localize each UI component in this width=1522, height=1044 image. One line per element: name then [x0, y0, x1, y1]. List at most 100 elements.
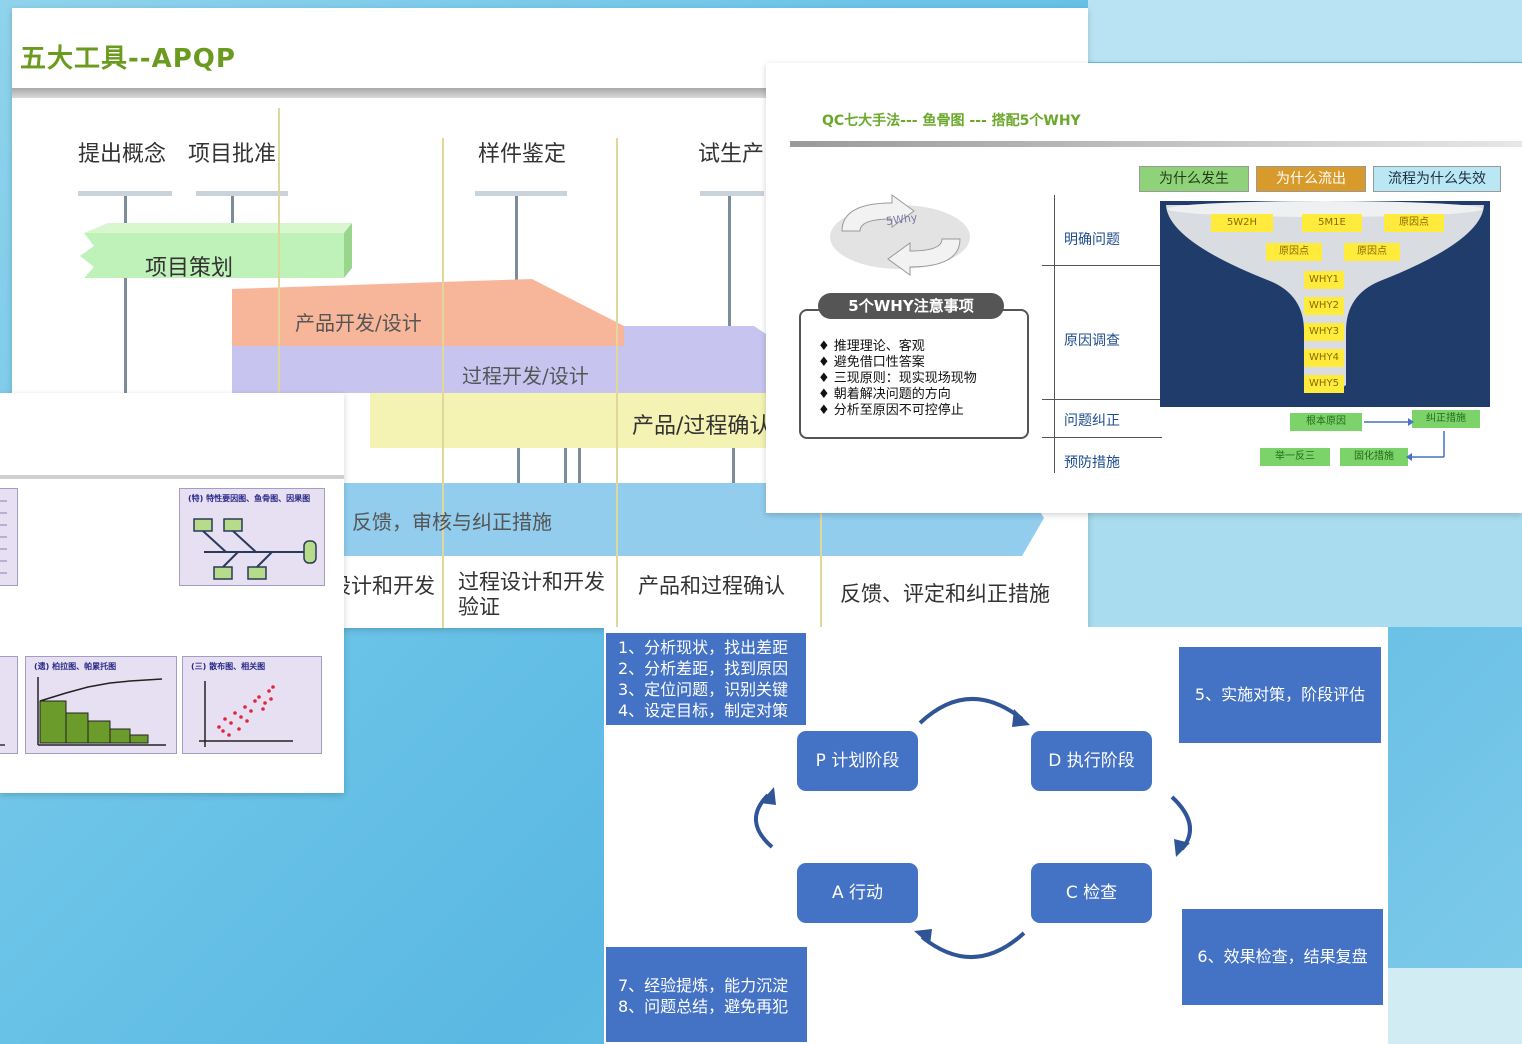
milestone-cap: [475, 191, 567, 196]
5why-notes-title: 5个WHY注意事项: [818, 293, 1004, 319]
validate-band-shape: [370, 393, 772, 448]
stage-approval: 项目批准: [188, 142, 277, 167]
pdca-panel: 1、分析现状，找出差距 2、分析差距，找到原因 3、定位问题，识别关键 4、设定…: [604, 627, 1388, 1044]
pareto-caption: (遗) 柏拉图、帕累托图: [34, 662, 117, 671]
fishbone-diagram-icon: [193, 518, 317, 580]
milestone-line: [517, 448, 520, 488]
milestone-line: [578, 448, 581, 488]
funnel-tag-5w2h: 5W2H: [1211, 214, 1273, 232]
plan-band-top: [84, 223, 352, 233]
fishbone-5why-panel: QC七大手法--- 鱼骨图 --- 搭配5个WHY 5Why 5个WHY注意事项…: [766, 63, 1522, 513]
corrective-action-tag: 纠正措施: [1412, 410, 1480, 428]
band-label-feedback: 反馈，审核与纠正措施: [352, 510, 552, 534]
why-tag: WHY5: [1304, 375, 1344, 393]
process-band-shape: [232, 326, 772, 393]
tag-why-escape: 为什么流出: [1256, 166, 1366, 192]
milestone-cap: [700, 191, 764, 196]
milestone-line: [728, 196, 731, 336]
side-label-investigate: 原因调查: [1064, 333, 1120, 349]
milestone-line: [564, 448, 567, 488]
stage-pilot: 试生产: [698, 142, 765, 167]
scatter-thumb: (三) 散布图、相关图: [182, 656, 322, 754]
stage-prototype: 样件鉴定: [478, 142, 567, 167]
bottom-label-process: 过程设计和开发 验证: [458, 570, 605, 619]
control-chart-thumb: [0, 656, 18, 754]
control-chart-icon: [0, 744, 5, 746]
qc-tools-panel: (特) 特性要因图、鱼骨图、因果图 (遗) 柏拉图、帕累托图: [0, 393, 344, 793]
background-band-bottom-right: [1388, 968, 1522, 1044]
stage-divider: [1042, 399, 1162, 400]
act-stage-node[interactable]: A 行动: [797, 863, 918, 923]
band-label-product: 产品开发/设计: [295, 311, 422, 335]
stage-axis: [1054, 195, 1055, 473]
fishbone-thumb: (特) 特性要因图、鱼骨图、因果图: [179, 488, 325, 586]
product-band-shape: [232, 279, 624, 346]
check-stage-node[interactable]: C 检查: [1031, 863, 1152, 923]
scatter-plot-icon: [199, 681, 293, 747]
arrow-check-to-act: [920, 931, 1026, 959]
check-sheet-icon: [0, 500, 7, 574]
standardize-tag: 固化措施: [1340, 448, 1408, 466]
5why-note: ♦ 朝着解决问题的方向: [818, 387, 951, 402]
plan-steps-note: 1、分析现状，找出差距 2、分析差距，找到原因 3、定位问题，识别关键 4、设定…: [606, 633, 806, 725]
why-tag: WHY1: [1304, 271, 1344, 289]
fishbone-caption: (特) 特性要因图、鱼骨图、因果图: [188, 494, 311, 503]
guide-line: [820, 508, 822, 628]
guide-line: [616, 138, 618, 628]
5why-note: ♦ 避免借口性答案: [818, 355, 925, 370]
background-band-right: [1088, 512, 1522, 627]
arrowhead: [1174, 839, 1190, 857]
arrowhead: [914, 929, 932, 945]
pareto-thumb: (遗) 柏拉图、帕累托图: [25, 656, 177, 754]
lateral-deploy-tag: 举一反三: [1260, 448, 1330, 466]
arrow-plan-to-do: [918, 697, 1024, 725]
milestone-line: [732, 448, 735, 488]
fishbone-title-rule: [790, 141, 1522, 147]
funnel-tag-cause: 原因点: [1344, 243, 1400, 261]
why-tag: WHY4: [1304, 349, 1344, 367]
check-steps-note: 6、效果检查，结果复盘: [1182, 909, 1383, 1005]
5why-note: ♦ 三现原则：现实现场现物: [818, 371, 977, 386]
root-cause-tag: 根本原因: [1290, 413, 1362, 431]
stage-concept: 提出概念: [78, 142, 167, 167]
apqp-title: 五大工具--APQP: [20, 44, 236, 74]
plan-band-side: [344, 223, 352, 278]
why-tag: WHY3: [1304, 323, 1344, 341]
why-tag: WHY2: [1304, 297, 1344, 315]
do-steps-note: 5、实施对策，阶段评估: [1179, 647, 1381, 743]
funnel-tag-cause: 原因点: [1384, 214, 1444, 232]
tag-why-occur: 为什么发生: [1139, 166, 1249, 192]
5why-note: ♦ 推理理论、客观: [818, 339, 925, 354]
arrowhead: [1012, 709, 1030, 727]
milestone-line: [515, 196, 518, 336]
pdca-cycle-arrows: [753, 697, 1192, 959]
side-label-prevent: 预防措施: [1064, 455, 1120, 471]
tools-rule: [0, 475, 344, 479]
apqp-title-rule: [12, 88, 772, 98]
correction-arrows: [1364, 418, 1445, 461]
stage-divider: [1042, 437, 1162, 438]
fishbone-title: QC七大手法--- 鱼骨图 --- 搭配5个WHY: [822, 113, 1081, 129]
milestone-line: [124, 196, 127, 396]
milestone-cap: [196, 191, 288, 196]
band-label-process: 过程开发/设计: [462, 364, 589, 388]
band-label-validate: 产品/过程确认: [632, 414, 772, 439]
pareto-cumulative-line: [39, 678, 163, 702]
scatter-caption: (三) 散布图、相关图: [191, 662, 266, 671]
do-stage-node[interactable]: D 执行阶段: [1031, 731, 1152, 791]
band-label-plan: 项目策划: [145, 256, 234, 281]
bottom-label-feedback: 反馈、评定和纠正措施: [840, 582, 1050, 606]
plan-stage-node[interactable]: P 计划阶段: [797, 731, 918, 791]
side-label-define: 明确问题: [1064, 232, 1120, 248]
bottom-label-validation: 产品和过程确认: [638, 574, 785, 598]
act-steps-note: 7、经验提炼，能力沉淀 8、问题总结，避免再犯: [606, 947, 807, 1042]
bottom-label-design: 设计和开发: [330, 574, 435, 598]
side-label-correct: 问题纠正: [1064, 413, 1120, 429]
5why-cycle-icon: [830, 194, 970, 276]
funnel-tag-5m1e: 5M1E: [1302, 214, 1362, 232]
5why-note: ♦ 分析至原因不可控停止: [818, 403, 964, 418]
arrowhead: [760, 787, 776, 805]
background-band-top-right: [1088, 0, 1522, 62]
funnel-tag-cause: 原因点: [1266, 243, 1322, 261]
milestone-cap: [78, 191, 172, 196]
